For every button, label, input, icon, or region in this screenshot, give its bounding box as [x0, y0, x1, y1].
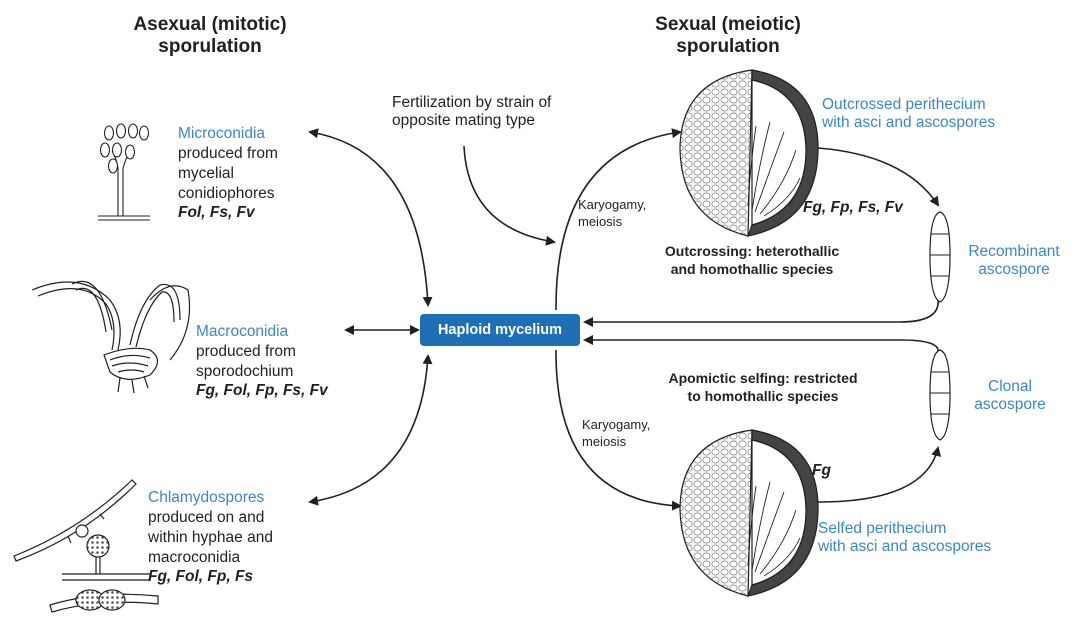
recombinant-line1: Recombinant: [958, 243, 1070, 261]
clonal-line1: Clonal: [962, 378, 1058, 396]
haploid-mycelium-label: Haploid mycelium: [438, 322, 562, 338]
fertilization-line1: Fertilization by strain of: [392, 94, 551, 112]
apomictic-line1: Apomictic selfing: restricted: [640, 369, 886, 387]
microconidia-species: Fol, Fs, Fv: [178, 204, 278, 222]
recombinant-ascospore-label: Recombinant ascospore: [958, 243, 1070, 279]
macroconidia-illustration: [32, 281, 190, 393]
macroconidia-name: Macroconidia: [196, 322, 328, 342]
microconidia-desc-3: conidiophores: [178, 184, 278, 204]
selfed-perithecium-illustration: [680, 430, 818, 596]
arrow-selfed-to-clonal: [818, 448, 938, 502]
karyogamy-bottom-line1: Karyogamy,: [582, 416, 650, 433]
arrow-to-recombinant: [818, 148, 938, 205]
fertilization-label: Fertilization by strain of opposite mati…: [392, 94, 551, 130]
sexual-header-line2: sporulation: [628, 36, 828, 58]
chlamydospores-illustration: [14, 480, 158, 612]
outcrossed-perithecium-illustration: [680, 70, 818, 236]
karyogamy-top-label: Karyogamy, meiosis: [578, 196, 646, 230]
recombinant-ascospore-illustration: [930, 212, 950, 302]
macroconidia-desc-2: sporodochium: [196, 362, 328, 382]
asexual-header-line1: Asexual (mitotic): [110, 14, 310, 36]
selfed-perithecium-label: Selfed perithecium with asci and ascospo…: [818, 520, 991, 556]
selfed-line1: Selfed perithecium: [818, 520, 991, 538]
clonal-line2: ascospore: [962, 396, 1058, 414]
arrow-clonal-return: [585, 340, 938, 352]
asexual-header-line2: sporulation: [110, 36, 310, 58]
macroconidia-block: Macroconidia produced from sporodochium …: [196, 322, 328, 400]
apomictic-line2: to homothallic species: [640, 387, 886, 405]
selfed-species: Fg: [812, 462, 831, 480]
microconidia-illustration: [98, 124, 150, 220]
haploid-mycelium-box: Haploid mycelium: [420, 314, 580, 346]
karyogamy-bottom-label: Karyogamy, meiosis: [582, 416, 650, 450]
arrow-microconidia: [310, 132, 428, 305]
asexual-header: Asexual (mitotic) sporulation: [110, 14, 310, 58]
clonal-ascospore-illustration: [930, 350, 950, 440]
chlamydospores-desc-2: within hyphae and: [148, 528, 273, 548]
arrow-fertilization: [464, 146, 554, 242]
macroconidia-desc-1: produced from: [196, 342, 328, 362]
outcrossed-line2: with asci and ascospores: [822, 114, 995, 132]
macroconidia-species: Fg, Fol, Fp, Fs, Fv: [196, 382, 328, 400]
clonal-ascospore-label: Clonal ascospore: [962, 378, 1058, 414]
chlamydospores-block: Chlamydospores produced on and within hy…: [148, 488, 273, 586]
karyogamy-top-line1: Karyogamy,: [578, 196, 646, 213]
microconidia-block: Microconidia produced from mycelial coni…: [178, 124, 278, 222]
karyogamy-top-line2: meiosis: [578, 213, 646, 230]
microconidia-desc-1: produced from: [178, 144, 278, 164]
outcrossing-statement: Outcrossing: heterothallic and homothall…: [634, 242, 870, 278]
sexual-header-line1: Sexual (meiotic): [628, 14, 828, 36]
chlamydospores-desc-1: produced on and: [148, 508, 273, 528]
recombinant-line2: ascospore: [958, 261, 1070, 279]
arrow-recombinant-return: [585, 300, 938, 322]
microconidia-desc-2: mycelial: [178, 164, 278, 184]
outcrossing-line2: and homothallic species: [634, 260, 870, 278]
outcrossed-species: Fg, Fp, Fs, Fv: [803, 199, 903, 217]
fertilization-line2: opposite mating type: [392, 112, 551, 130]
apomictic-statement: Apomictic selfing: restricted to homotha…: [640, 369, 886, 405]
chlamydospores-species: Fg, Fol, Fp, Fs: [148, 568, 273, 586]
microconidia-name: Microconidia: [178, 124, 278, 144]
karyogamy-bottom-line2: meiosis: [582, 433, 650, 450]
selfed-line2: with asci and ascospores: [818, 538, 991, 556]
chlamydospores-name: Chlamydospores: [148, 488, 273, 508]
sexual-header: Sexual (meiotic) sporulation: [628, 14, 828, 58]
outcrossing-line1: Outcrossing: heterothallic: [634, 242, 870, 260]
outcrossed-line1: Outcrossed perithecium: [822, 96, 995, 114]
outcrossed-perithecium-label: Outcrossed perithecium with asci and asc…: [822, 96, 995, 132]
chlamydospores-desc-3: macroconidia: [148, 548, 273, 568]
